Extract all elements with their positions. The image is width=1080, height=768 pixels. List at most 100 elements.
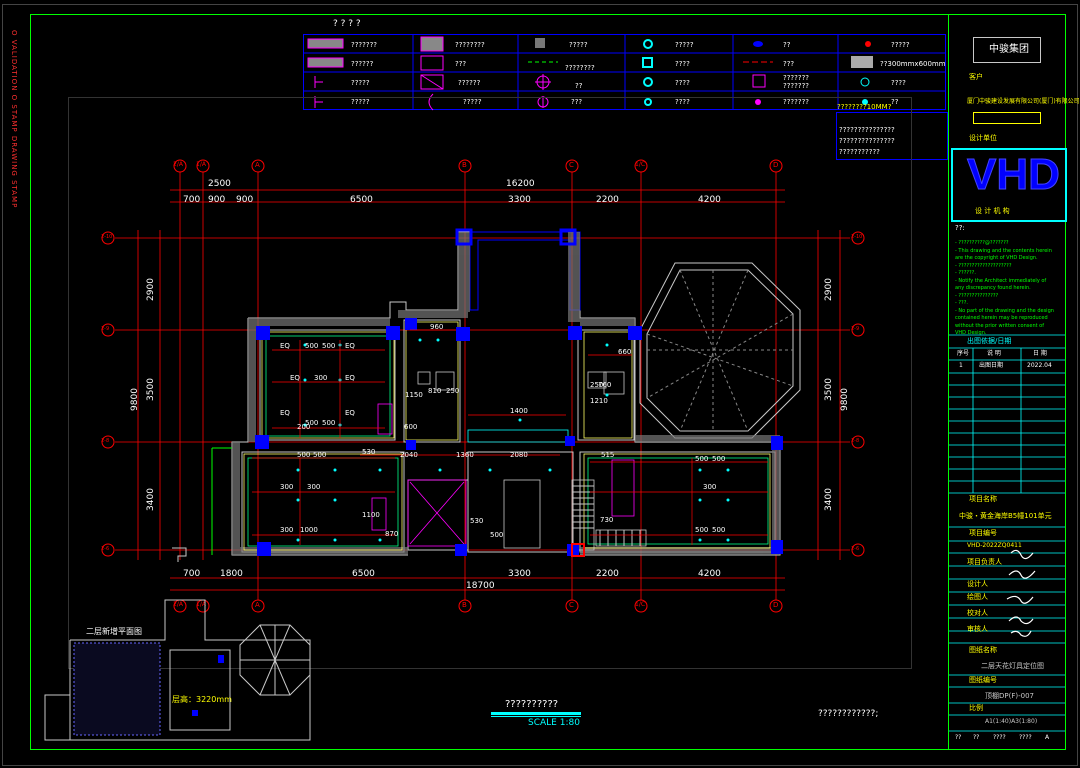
room-dimension-label: 500 bbox=[322, 419, 336, 427]
note-line: any discrepancy found herein. bbox=[955, 285, 1031, 291]
grid-bottom-4: B bbox=[462, 601, 467, 609]
room-dimension-label: 1100 bbox=[362, 511, 380, 519]
legend-r3c6: ???? bbox=[891, 79, 906, 87]
room-dimension-label: 760 bbox=[598, 381, 612, 389]
room-dimension-label: EQ bbox=[280, 409, 290, 417]
legend-r2c2: ??? bbox=[455, 60, 467, 68]
room-dimension-label: EQ bbox=[280, 342, 290, 350]
project-no: VHD-2022ZQ0411 bbox=[967, 542, 1022, 549]
legend-note1: ????????10MM? bbox=[837, 103, 892, 111]
notes-list: - ??????????@??????? - This drawing and … bbox=[955, 240, 1063, 338]
room-dimension-label: 300 bbox=[703, 483, 717, 491]
footer-1: ?? bbox=[955, 734, 962, 741]
room-dimension-label: 500 bbox=[695, 526, 709, 534]
note-line: without the prior written consent of bbox=[955, 322, 1044, 329]
grid-right-1: 2-10 bbox=[851, 234, 863, 240]
grid-bottom-1: 2/A bbox=[173, 601, 183, 608]
keyplan-title: 二层新增平面图 bbox=[86, 627, 142, 636]
notes-label: ??: bbox=[955, 224, 965, 232]
bottom-note: ????????????; bbox=[818, 709, 879, 719]
legend-r2c6: ??300mmx600mm bbox=[880, 60, 946, 68]
dim-top-7: 4200 bbox=[698, 195, 721, 205]
legend-r1c6: ????? bbox=[891, 41, 910, 49]
grid-bottom-7: D bbox=[773, 601, 779, 609]
room-dimension-label: 500 bbox=[490, 531, 504, 539]
legend-r3c3: ?? bbox=[575, 82, 583, 90]
grid-top-3: A bbox=[255, 161, 260, 169]
room-dimension-label: 530 bbox=[362, 448, 376, 456]
dim-right-3: 3400 bbox=[823, 488, 834, 511]
issue-header-date: 日 期 bbox=[1033, 350, 1047, 357]
dim-bottom-2: 1800 bbox=[220, 569, 243, 579]
grid-bottom-3: A bbox=[255, 601, 260, 609]
room-dimension-label: 200 bbox=[297, 423, 311, 431]
legend-r1c4: ????? bbox=[675, 41, 694, 49]
issue-row-no: 1 bbox=[959, 362, 963, 369]
room-dimension-label: 250 bbox=[590, 381, 604, 389]
design-unit-label: 设计单位 bbox=[969, 134, 997, 142]
legend-r4c1: ????? bbox=[351, 98, 370, 106]
note-line: - ???????????????????? bbox=[955, 262, 1012, 269]
grid-top-5: C bbox=[569, 161, 574, 169]
dim-bottom-5: 2200 bbox=[596, 569, 619, 579]
room-dimension-label: 1360 bbox=[456, 451, 474, 459]
room-dimension-label: 660 bbox=[618, 348, 632, 356]
legend-r1c3: ????? bbox=[569, 41, 588, 49]
room-dimension-label: 1150 bbox=[405, 391, 423, 399]
keyplan: 二层新增平面图 层高：3220mm bbox=[40, 595, 330, 745]
legend-r4c6: ?? bbox=[891, 98, 899, 106]
legend-r3c4: ???? bbox=[675, 79, 690, 87]
scale-label: 比例 bbox=[969, 704, 983, 712]
room-dimension-label: 530 bbox=[470, 517, 484, 525]
dim-left-2: 3500 bbox=[145, 378, 156, 401]
issue-row-desc: 出图日期 bbox=[979, 362, 1004, 369]
note-line: are the copyright of VHD Design. bbox=[955, 255, 1038, 261]
room-dimension-label: 300 bbox=[314, 374, 328, 382]
note-line: - ???. bbox=[955, 300, 968, 306]
dim-bottom-6: 4200 bbox=[698, 569, 721, 579]
room-dimension-label: 1210 bbox=[590, 397, 608, 405]
legend-r4c4: ???? bbox=[675, 98, 690, 106]
grid-bottom-6: 1/C bbox=[635, 601, 646, 608]
drawing-name-label: 图纸名称 bbox=[969, 646, 997, 654]
grid-right-2: 2-9 bbox=[851, 326, 860, 332]
legend-r2c4: ???? bbox=[675, 60, 690, 68]
legend-r3c2: ?????? bbox=[458, 79, 481, 87]
dim-top-1: 700 bbox=[183, 195, 201, 205]
dim-top-2: 900 bbox=[208, 195, 226, 205]
dim-right-1: 2900 bbox=[823, 278, 834, 301]
grid-left-1: 2-10 bbox=[101, 234, 113, 240]
room-dimension-label: 500 bbox=[695, 455, 709, 463]
legend-note-box: ????????10MM? ??????????????? ??????????… bbox=[836, 103, 948, 160]
drawing-no-label: 图纸编号 bbox=[969, 676, 997, 684]
room-dimension-label: 515 bbox=[601, 451, 615, 459]
dim-top-4: 6500 bbox=[350, 195, 373, 205]
grid-left-2: 2-9 bbox=[101, 326, 110, 332]
room-dimension-label: 500 bbox=[322, 342, 336, 350]
grid-right-4: 2-6 bbox=[851, 546, 860, 552]
room-dimension-label: 250 bbox=[446, 387, 460, 395]
legend-r2c1: ?????? bbox=[351, 60, 374, 68]
issue-row-date: 2022.04 bbox=[1027, 362, 1052, 369]
dim-left-3: 3400 bbox=[145, 488, 156, 511]
footer-2: ?? bbox=[973, 734, 980, 741]
note-line: - ??????????@??????? bbox=[955, 240, 1009, 246]
legend-r3c1: ????? bbox=[351, 79, 370, 87]
grid-bottom-2: 1/A bbox=[196, 601, 206, 608]
grid-left-4: 2-6 bbox=[101, 546, 110, 552]
dim-right-2: 3500 bbox=[823, 378, 834, 401]
room-dimension-label: 730 bbox=[600, 516, 614, 524]
designer-label: 设计人 bbox=[967, 580, 988, 588]
footer-5: A bbox=[1045, 734, 1050, 741]
note-line: - Notify the Architect immediately of bbox=[955, 277, 1047, 284]
legend-r4c5: ??????? bbox=[783, 98, 810, 106]
scale-text: SCALE 1:80 bbox=[528, 718, 580, 728]
room-dimension-label: 500 bbox=[313, 451, 327, 459]
scale-value: A1(1:40)A3(1:80) bbox=[985, 718, 1038, 725]
legend-r1c5: ?? bbox=[783, 41, 791, 49]
project-no-label: 项目编号 bbox=[969, 529, 997, 537]
legend-r4c2: ????? bbox=[463, 98, 482, 106]
room-dimension-label: EQ bbox=[345, 374, 355, 382]
room-dimension-label: 500 bbox=[305, 342, 319, 350]
